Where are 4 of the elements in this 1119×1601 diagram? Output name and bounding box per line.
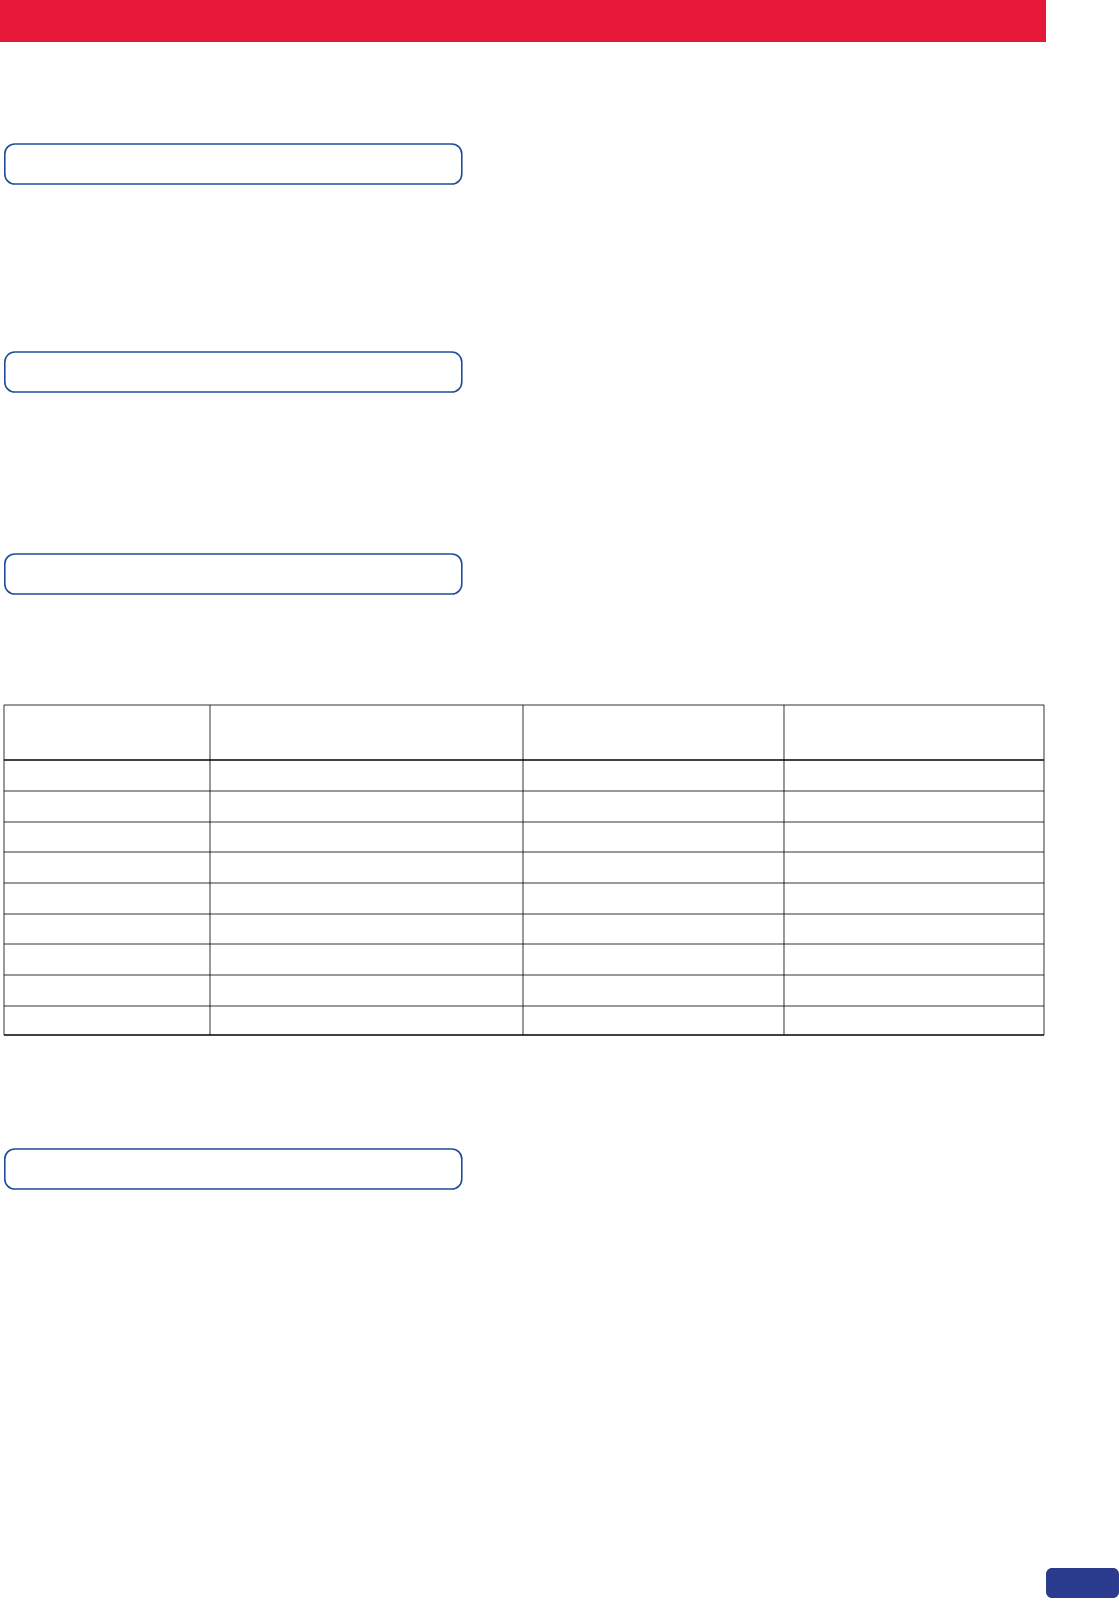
rounded-box [4, 1148, 463, 1190]
rounded-box [4, 143, 463, 185]
rounded-box [4, 351, 463, 393]
rounded-box [4, 553, 463, 595]
